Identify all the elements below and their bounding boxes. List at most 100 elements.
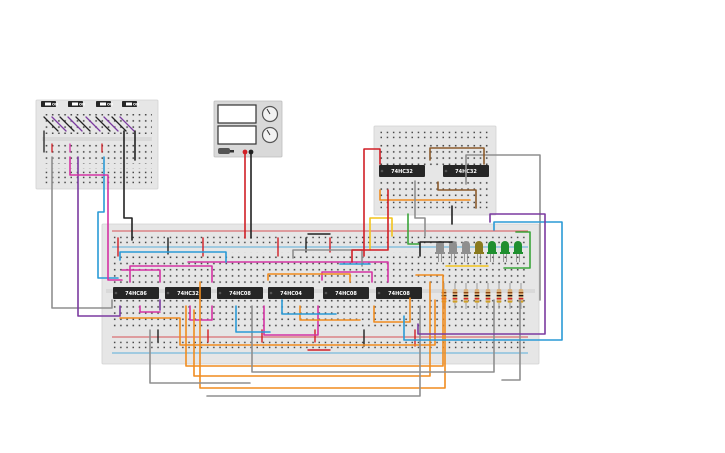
route-wire[interactable] bbox=[119, 251, 227, 263]
resistor-5[interactable] bbox=[485, 283, 491, 309]
chip-label: 74HC04 bbox=[280, 291, 302, 297]
dip-switch-3[interactable]: ON bbox=[96, 101, 113, 107]
led-feed-wire[interactable] bbox=[503, 231, 531, 269]
switch-output-5-wire[interactable] bbox=[69, 156, 123, 281]
route-wire[interactable] bbox=[119, 299, 436, 346]
ground-output-icon[interactable] bbox=[248, 149, 254, 155]
chip-main-1[interactable]: 74HC86 bbox=[113, 287, 159, 299]
resistor-band bbox=[474, 301, 480, 303]
switch-jumper-wire[interactable] bbox=[75, 116, 91, 132]
logic-wire[interactable] bbox=[121, 269, 161, 283]
switch-output-1-wire[interactable] bbox=[51, 156, 113, 309]
secondary-power-wire[interactable] bbox=[363, 148, 381, 257]
dip-switch-1[interactable]: ON bbox=[41, 101, 58, 107]
logic-wire[interactable] bbox=[139, 305, 161, 313]
logic-wire[interactable] bbox=[321, 271, 373, 283]
logic-wire[interactable] bbox=[187, 261, 389, 283]
switch-jumper-wire[interactable] bbox=[111, 116, 127, 132]
route-wire[interactable] bbox=[149, 329, 251, 384]
resistor-band bbox=[452, 298, 458, 300]
dip-switch-toggle[interactable] bbox=[126, 102, 132, 106]
switch-jumper-wire[interactable] bbox=[51, 116, 67, 132]
switch-jumper-wire[interactable] bbox=[103, 116, 119, 132]
route-wire[interactable] bbox=[292, 249, 363, 267]
power-switch[interactable] bbox=[218, 148, 230, 154]
route-wire[interactable] bbox=[193, 281, 431, 377]
led-1[interactable] bbox=[435, 241, 445, 262]
resistor-7[interactable] bbox=[507, 283, 513, 309]
chip-main-4[interactable]: 74HC04 bbox=[268, 287, 314, 299]
dip-switch-toggle[interactable] bbox=[100, 102, 106, 106]
switch-jumper-wire[interactable] bbox=[43, 116, 59, 132]
secondary-route-wire[interactable] bbox=[351, 189, 389, 263]
chip-main-5[interactable]: 74HC08 bbox=[323, 287, 369, 299]
secondary-route-wire[interactable] bbox=[414, 180, 426, 237]
voltage-knob-icon[interactable] bbox=[261, 105, 279, 123]
switch-jumper-wire[interactable] bbox=[59, 116, 75, 132]
led-6[interactable] bbox=[500, 241, 510, 262]
resistor-band bbox=[463, 292, 469, 294]
resistor-2[interactable] bbox=[452, 283, 458, 309]
dip-switch-4[interactable]: ON bbox=[122, 101, 139, 107]
resistor-6[interactable] bbox=[496, 283, 502, 309]
switch-jumper-wire[interactable] bbox=[119, 116, 135, 132]
secondary-route-wire[interactable] bbox=[407, 213, 421, 245]
led-5[interactable] bbox=[487, 241, 497, 262]
route-wire[interactable] bbox=[235, 305, 271, 333]
secondary-route-wire[interactable] bbox=[369, 217, 393, 251]
chip-notch bbox=[269, 291, 273, 295]
resistor-band bbox=[507, 292, 513, 294]
dip-switch-toggle[interactable] bbox=[45, 102, 51, 106]
main-breadboard[interactable] bbox=[101, 223, 540, 365]
chip-body bbox=[268, 287, 314, 299]
route-wire[interactable] bbox=[251, 299, 495, 373]
switch-jumper-wire[interactable] bbox=[95, 116, 111, 132]
led-dome bbox=[488, 241, 496, 253]
led-7[interactable] bbox=[513, 241, 523, 262]
power-output-icon[interactable] bbox=[242, 149, 248, 155]
logic-wire[interactable] bbox=[189, 305, 213, 321]
led-3[interactable] bbox=[461, 241, 471, 262]
resistor-band bbox=[485, 301, 491, 303]
switch-output-4-wire[interactable] bbox=[123, 130, 133, 241]
secondary-route-wire[interactable] bbox=[437, 181, 477, 209]
resistor-band bbox=[507, 301, 513, 303]
secondary-route-wire[interactable] bbox=[465, 154, 541, 301]
chip-secondary-1[interactable]: 74HC32 bbox=[379, 165, 425, 177]
secondary-route-wire[interactable] bbox=[379, 189, 471, 201]
switch-jumper-wire[interactable] bbox=[67, 116, 83, 132]
led-2[interactable] bbox=[448, 241, 458, 262]
resistor-band bbox=[518, 292, 524, 294]
current-knob-icon[interactable] bbox=[261, 126, 279, 144]
chip-main-6[interactable]: 74HC08 bbox=[376, 287, 422, 299]
secondary-ground-wire[interactable] bbox=[419, 241, 453, 257]
route-wire[interactable] bbox=[403, 221, 563, 341]
led-rim bbox=[474, 252, 484, 254]
secondary-route-wire[interactable] bbox=[429, 147, 485, 165]
route-wire[interactable] bbox=[185, 274, 444, 367]
route-wire[interactable] bbox=[373, 297, 411, 323]
route-wire[interactable] bbox=[299, 305, 361, 321]
switch-jumper-wire[interactable] bbox=[85, 116, 101, 132]
led-4[interactable] bbox=[474, 241, 484, 262]
led-rim bbox=[435, 252, 445, 254]
route-wire[interactable] bbox=[417, 213, 546, 335]
dip-switch-toggle[interactable] bbox=[72, 102, 78, 106]
route-wire[interactable] bbox=[199, 281, 446, 389]
switch-output-2-wire[interactable] bbox=[77, 156, 121, 317]
chip-body bbox=[379, 165, 425, 177]
logic-wire[interactable] bbox=[129, 265, 213, 283]
route-wire[interactable] bbox=[267, 273, 351, 283]
route-wire[interactable] bbox=[206, 305, 421, 397]
chip-main-2[interactable]: 74HC32 bbox=[165, 287, 211, 299]
power-supply[interactable] bbox=[213, 100, 283, 158]
switch-output-3-wire[interactable] bbox=[97, 156, 119, 279]
resistor-3[interactable] bbox=[463, 283, 469, 309]
chip-notch bbox=[377, 291, 381, 295]
chip-main-3[interactable]: 74HC08 bbox=[217, 287, 263, 299]
route-wire[interactable] bbox=[501, 299, 521, 381]
dip-switch-2[interactable]: ON bbox=[68, 101, 85, 107]
resistor-4[interactable] bbox=[474, 283, 480, 309]
route-wire[interactable] bbox=[281, 299, 337, 315]
